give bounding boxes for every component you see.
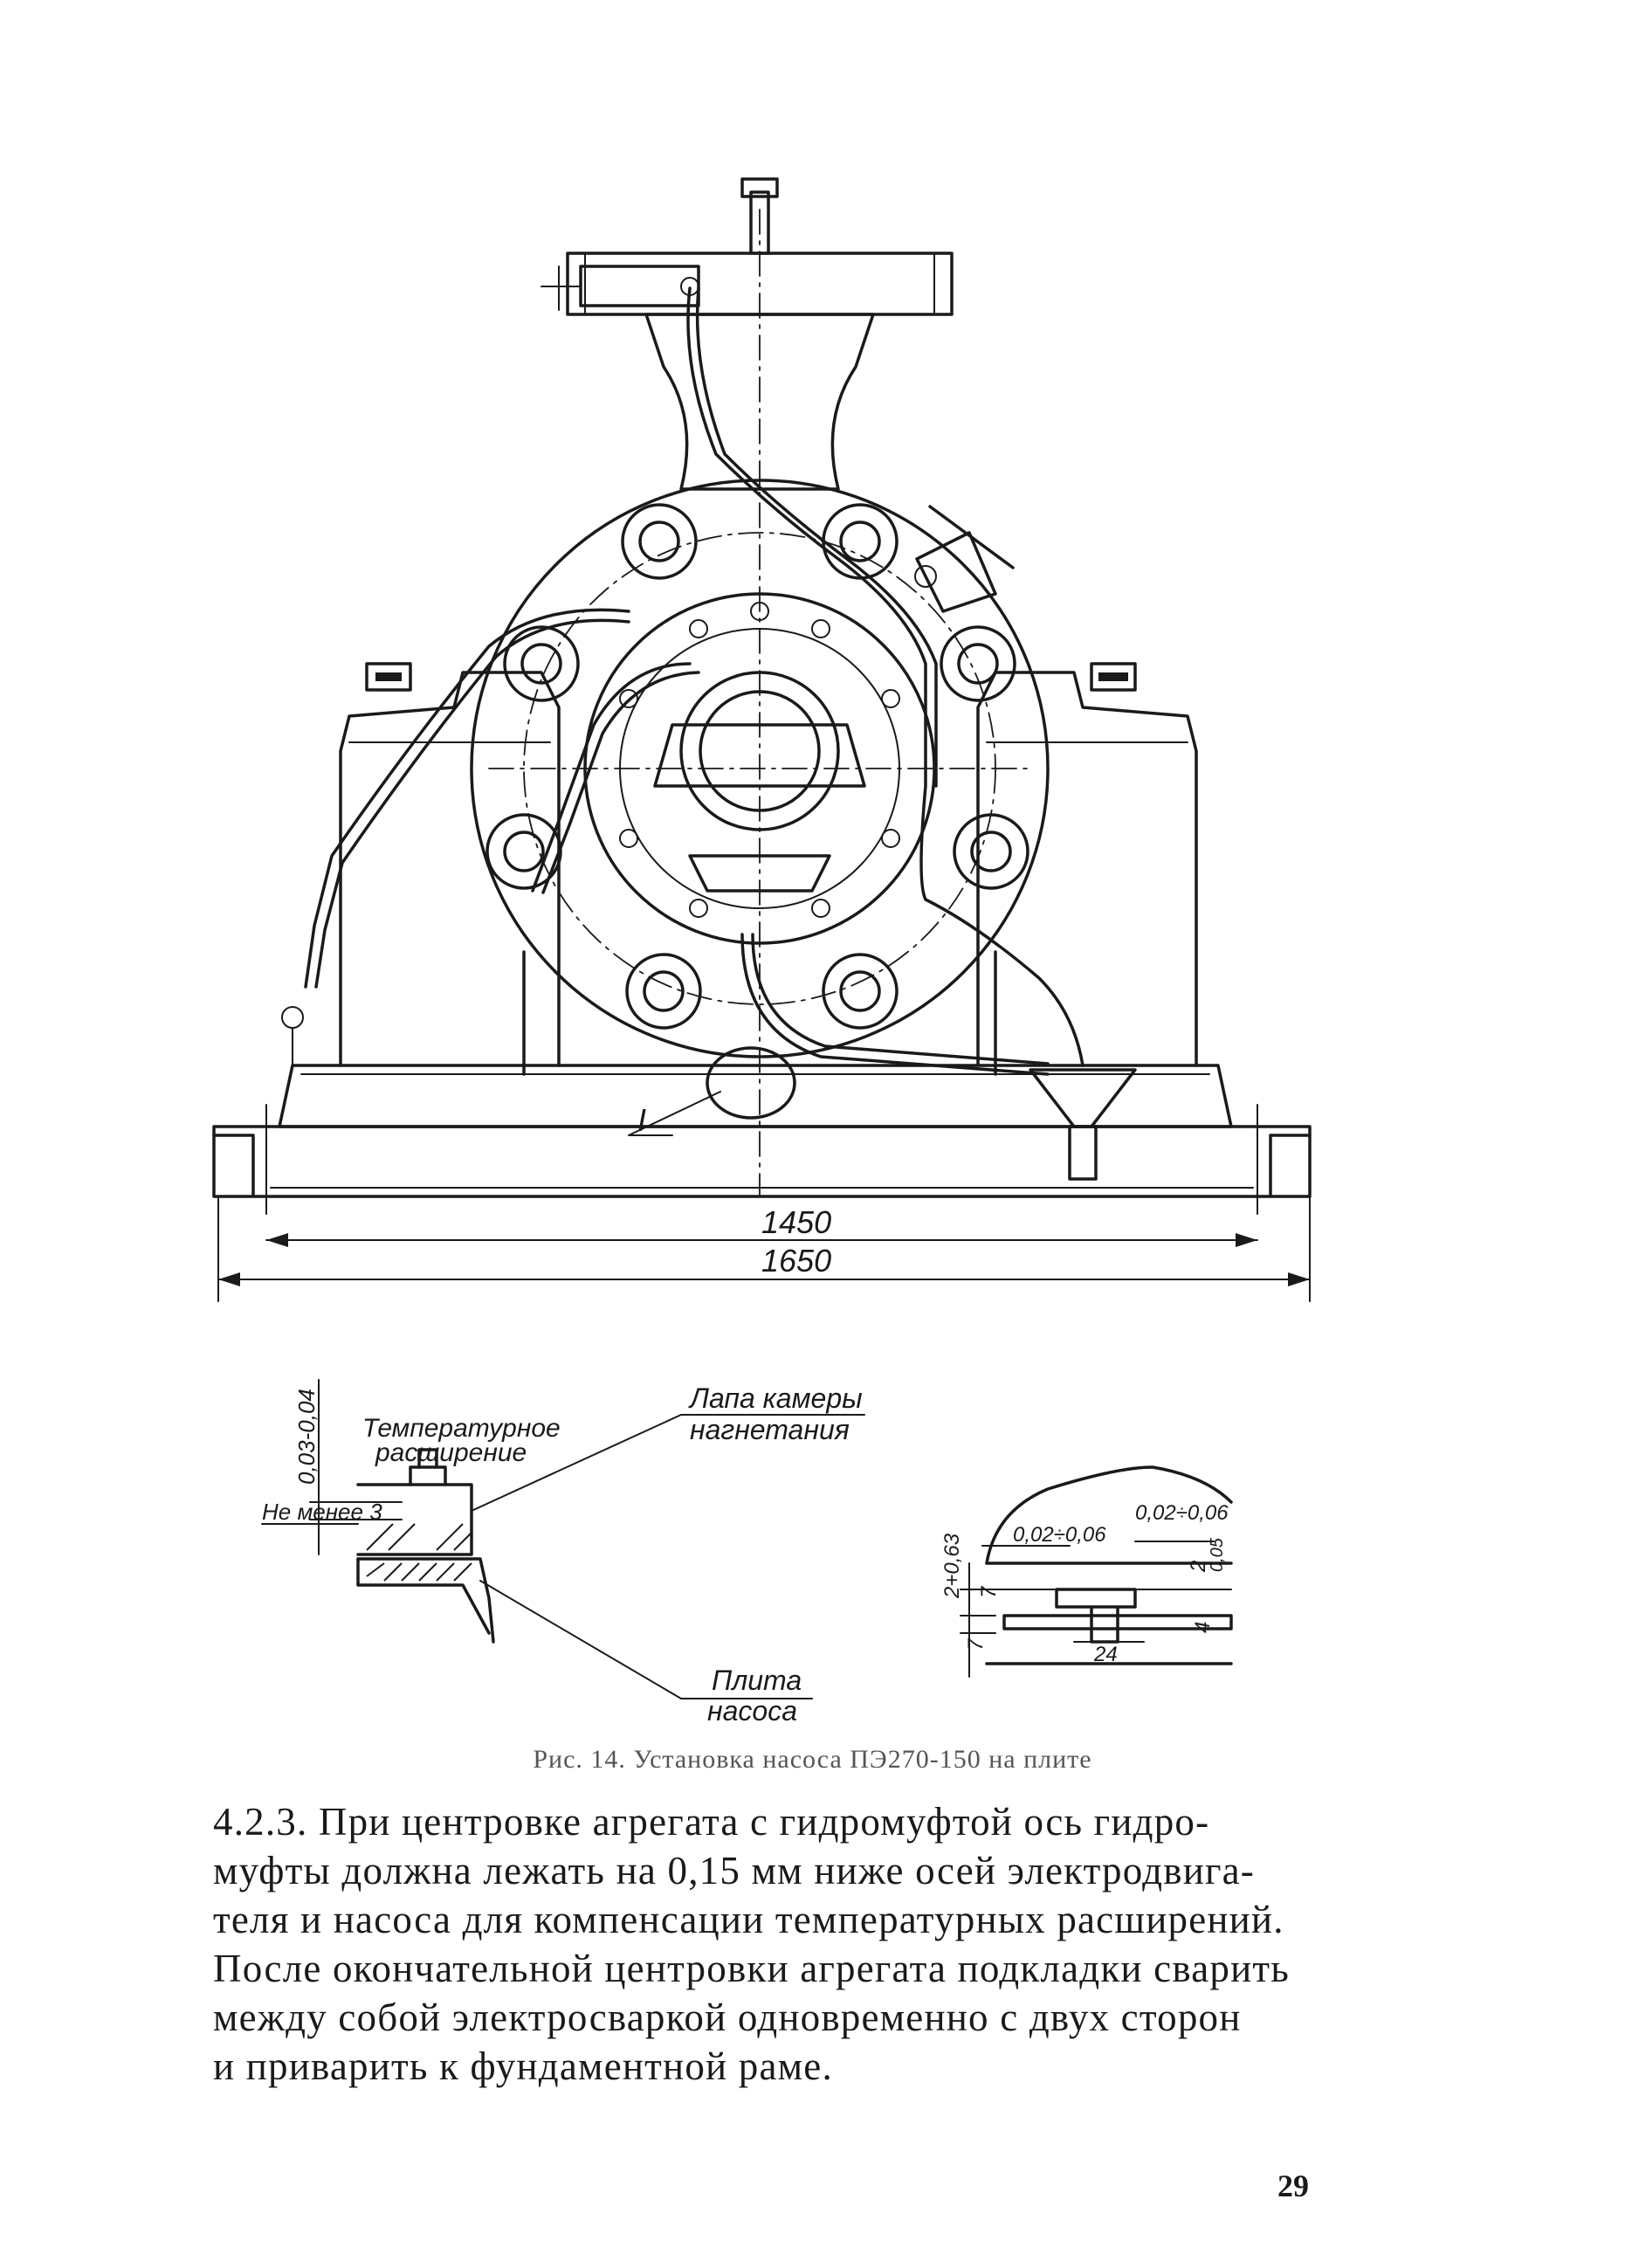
dimension-lines: 1450 1650	[217, 1204, 1311, 1286]
label-tol-top: 0,02÷0,06	[1135, 1501, 1229, 1525]
body-paragraph: 4.2.3. При центровке агрегата с гидромуф…	[213, 1797, 1348, 2091]
label-dim-7a: 7	[977, 1585, 1001, 1598]
pump-front-view: I	[212, 177, 1312, 1302]
paragraph-line: После окончательной центровки агрегата п…	[213, 1947, 1290, 1990]
paragraph-line: муфты должна лежать на 0,15 мм ниже осей…	[213, 1849, 1255, 1892]
page-number: 29	[1277, 2168, 1309, 2203]
label-thermal-line2: расширение	[375, 1438, 527, 1467]
label-dim-24: 24	[1093, 1643, 1118, 1666]
label-tolerance-vertical: 0,03-0,04	[293, 1389, 320, 1485]
label-thermal-line1: Температурное	[362, 1414, 561, 1443]
dimension-1450-label: 1450	[761, 1204, 831, 1240]
paragraph-line: между собой электросваркой одновременно …	[213, 1996, 1242, 2039]
detail-shim-section: 0,02÷0,06 0,02÷0,06 2+0,63 7 7 24 2 0,05…	[940, 1465, 1233, 1678]
label-plate-line1: Плита	[712, 1665, 802, 1696]
paragraph-line: и приварить к фундаментной раме.	[213, 2044, 833, 2088]
label-paw-line1: Лапа камеры	[688, 1382, 863, 1414]
section-mark-label: I	[637, 1102, 646, 1138]
label-paw-line2: нагнетания	[690, 1414, 850, 1445]
label-dim-right-a: 2	[1187, 1561, 1210, 1573]
label-plate-line2: насоса	[707, 1695, 797, 1727]
label-tol-mid: 0,02÷0,06	[1013, 1523, 1106, 1547]
dimension-1650-label: 1650	[761, 1243, 831, 1279]
label-dim-7b: 7	[964, 1637, 988, 1651]
paragraph-line: теля и насоса для компенсации температур…	[213, 1898, 1284, 1941]
detail-paw-on-plate: Температурное расширение Не менее 3 0,03…	[261, 1379, 865, 1727]
paragraph-line: 4.2.3. При центровке агрегата с гидромуф…	[213, 1800, 1210, 1844]
label-dim-vert-left: 2+0,63	[940, 1533, 964, 1599]
label-min-3: Не менее 3	[262, 1499, 382, 1525]
label-dim-right-c: 4	[1191, 1622, 1215, 1633]
label-dim-right-b: 0,05	[1208, 1537, 1227, 1572]
figure-caption: Рис. 14. Установка насоса ПЭ270-150 на п…	[533, 1745, 1092, 1774]
